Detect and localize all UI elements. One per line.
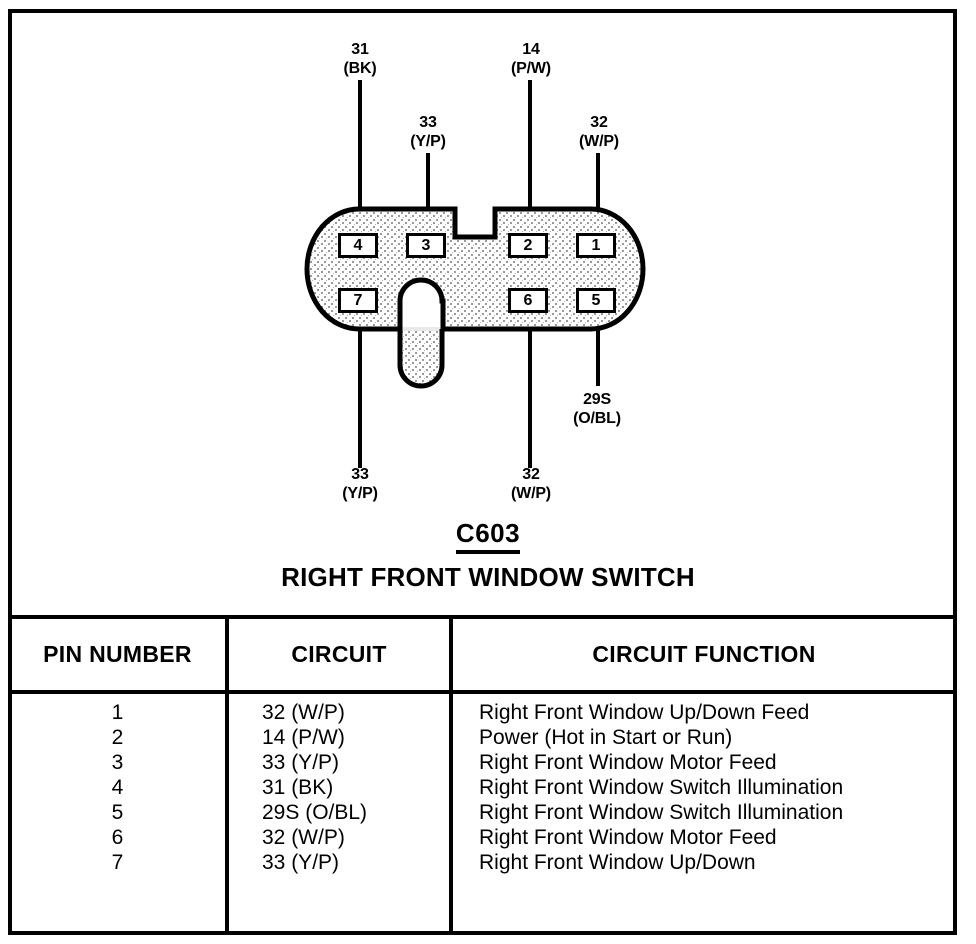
pinout-table: PIN NUMBER CIRCUIT CIRCUIT FUNCTION 1 32… [10,619,955,935]
cell-pin-number: 6 [111,826,124,849]
wire-line-pin4 [358,80,362,245]
wire-line-pin7 [358,300,362,468]
cell-pin-number: 3 [111,751,124,774]
wire-number: 31 [351,41,369,58]
table-body: 1 32 (W/P) Right Front Window Up/Down Fe… [10,694,955,935]
wire-label-pin1: 32 (W/P) [568,113,630,151]
table-row: 5 29S (O/BL) Right Front Window Switch I… [10,800,955,825]
column-header-circuit-function: CIRCUIT FUNCTION [592,641,816,667]
pin-number-label: 6 [523,292,533,309]
wire-line-pin5 [596,300,600,386]
column-header-pin-number: PIN NUMBER [43,641,192,667]
column-header-circuit: CIRCUIT [291,641,387,667]
table-row: 2 14 (P/W) Power (Hot in Start or Run) [10,725,955,750]
connector-body [303,205,647,390]
cell-circuit-function: Right Front Window Switch Illumination [479,801,844,824]
pin-number-label: 5 [591,292,601,309]
cell-circuit-function: Right Front Window Switch Illumination [479,776,844,799]
pin-box-1[interactable]: 1 [576,233,616,258]
pin-box-2[interactable]: 2 [508,233,548,258]
cell-circuit-function: Power (Hot in Start or Run) [479,726,733,749]
table-row: 7 33 (Y/P) Right Front Window Up/Down [10,850,955,875]
table-row: 3 33 (Y/P) Right Front Window Motor Feed [10,750,955,775]
wire-color: (W/P) [511,485,551,502]
wire-number: 33 [351,466,369,483]
table-row: 1 32 (W/P) Right Front Window Up/Down Fe… [10,700,955,725]
wire-label-pin6: 32 (W/P) [500,465,562,503]
cell-circuit-function: Right Front Window Motor Feed [479,751,777,774]
pin-box-7[interactable]: 7 [338,288,378,313]
wire-label-pin7: 33 (Y/P) [330,465,390,503]
wire-label-pin3: 33 (Y/P) [398,113,458,151]
cell-pin-number: 2 [111,726,124,749]
pin-box-4[interactable]: 4 [338,233,378,258]
page-border [8,9,957,935]
connector-id: C603 [0,518,976,554]
wire-line-pin2 [528,80,532,245]
table-row: 6 32 (W/P) Right Front Window Motor Feed [10,825,955,850]
wire-line-pin3 [426,153,430,245]
connector-id-text: C603 [455,518,521,554]
wire-line-pin6 [528,300,532,468]
pin-number-label: 7 [353,292,363,309]
cell-circuit-function: Right Front Window Up/Down Feed [479,701,810,724]
table-top-divider [10,615,955,619]
pin-box-5[interactable]: 5 [576,288,616,313]
wire-color: (Y/P) [410,133,446,150]
wire-number: 32 [522,466,540,483]
wire-label-pin2: 14 (P/W) [500,40,562,78]
wire-number: 32 [590,114,608,131]
wire-color: (O/BL) [573,410,621,427]
table-row: 4 31 (BK) Right Front Window Switch Illu… [10,775,955,800]
wire-label-pin4: 31 (BK) [330,40,390,78]
pin-number-label: 4 [353,237,363,254]
cell-circuit: 29S (O/BL) [262,801,368,824]
cell-circuit: 31 (BK) [262,776,334,799]
cell-pin-number: 5 [111,801,124,824]
table-header-divider [10,690,955,694]
wire-number: 29S [583,391,611,408]
wire-color: (P/W) [511,60,551,77]
cell-circuit: 33 (Y/P) [262,851,340,874]
cell-circuit-function: Right Front Window Motor Feed [479,826,777,849]
pin-number-label: 1 [591,237,601,254]
pin-number-label: 2 [523,237,533,254]
cell-pin-number: 7 [111,851,124,874]
wire-line-pin1 [596,153,600,245]
wire-number: 14 [522,41,540,58]
cell-pin-number: 4 [111,776,124,799]
cell-circuit: 32 (W/P) [262,701,345,724]
pin-box-3[interactable]: 3 [406,233,446,258]
connector-diagram: 31 (BK) 33 (Y/P) 14 (P/W) 32 (W/P) [0,40,976,592]
cell-pin-number: 1 [111,701,124,724]
wire-label-pin5: 29S (O/BL) [566,390,628,428]
wire-number: 33 [419,114,437,131]
wire-color: (W/P) [579,133,619,150]
table-column-divider-2 [449,619,453,935]
connector-title: RIGHT FRONT WINDOW SWITCH [281,562,695,592]
cell-circuit-function: Right Front Window Up/Down [479,851,756,874]
cell-circuit: 33 (Y/P) [262,751,340,774]
cell-circuit: 14 (P/W) [262,726,345,749]
pin-number-label: 3 [421,237,431,254]
wire-color: (Y/P) [342,485,378,502]
wire-color: (BK) [343,60,377,77]
table-column-divider-1 [225,619,229,935]
cell-circuit: 32 (W/P) [262,826,345,849]
pin-box-6[interactable]: 6 [508,288,548,313]
